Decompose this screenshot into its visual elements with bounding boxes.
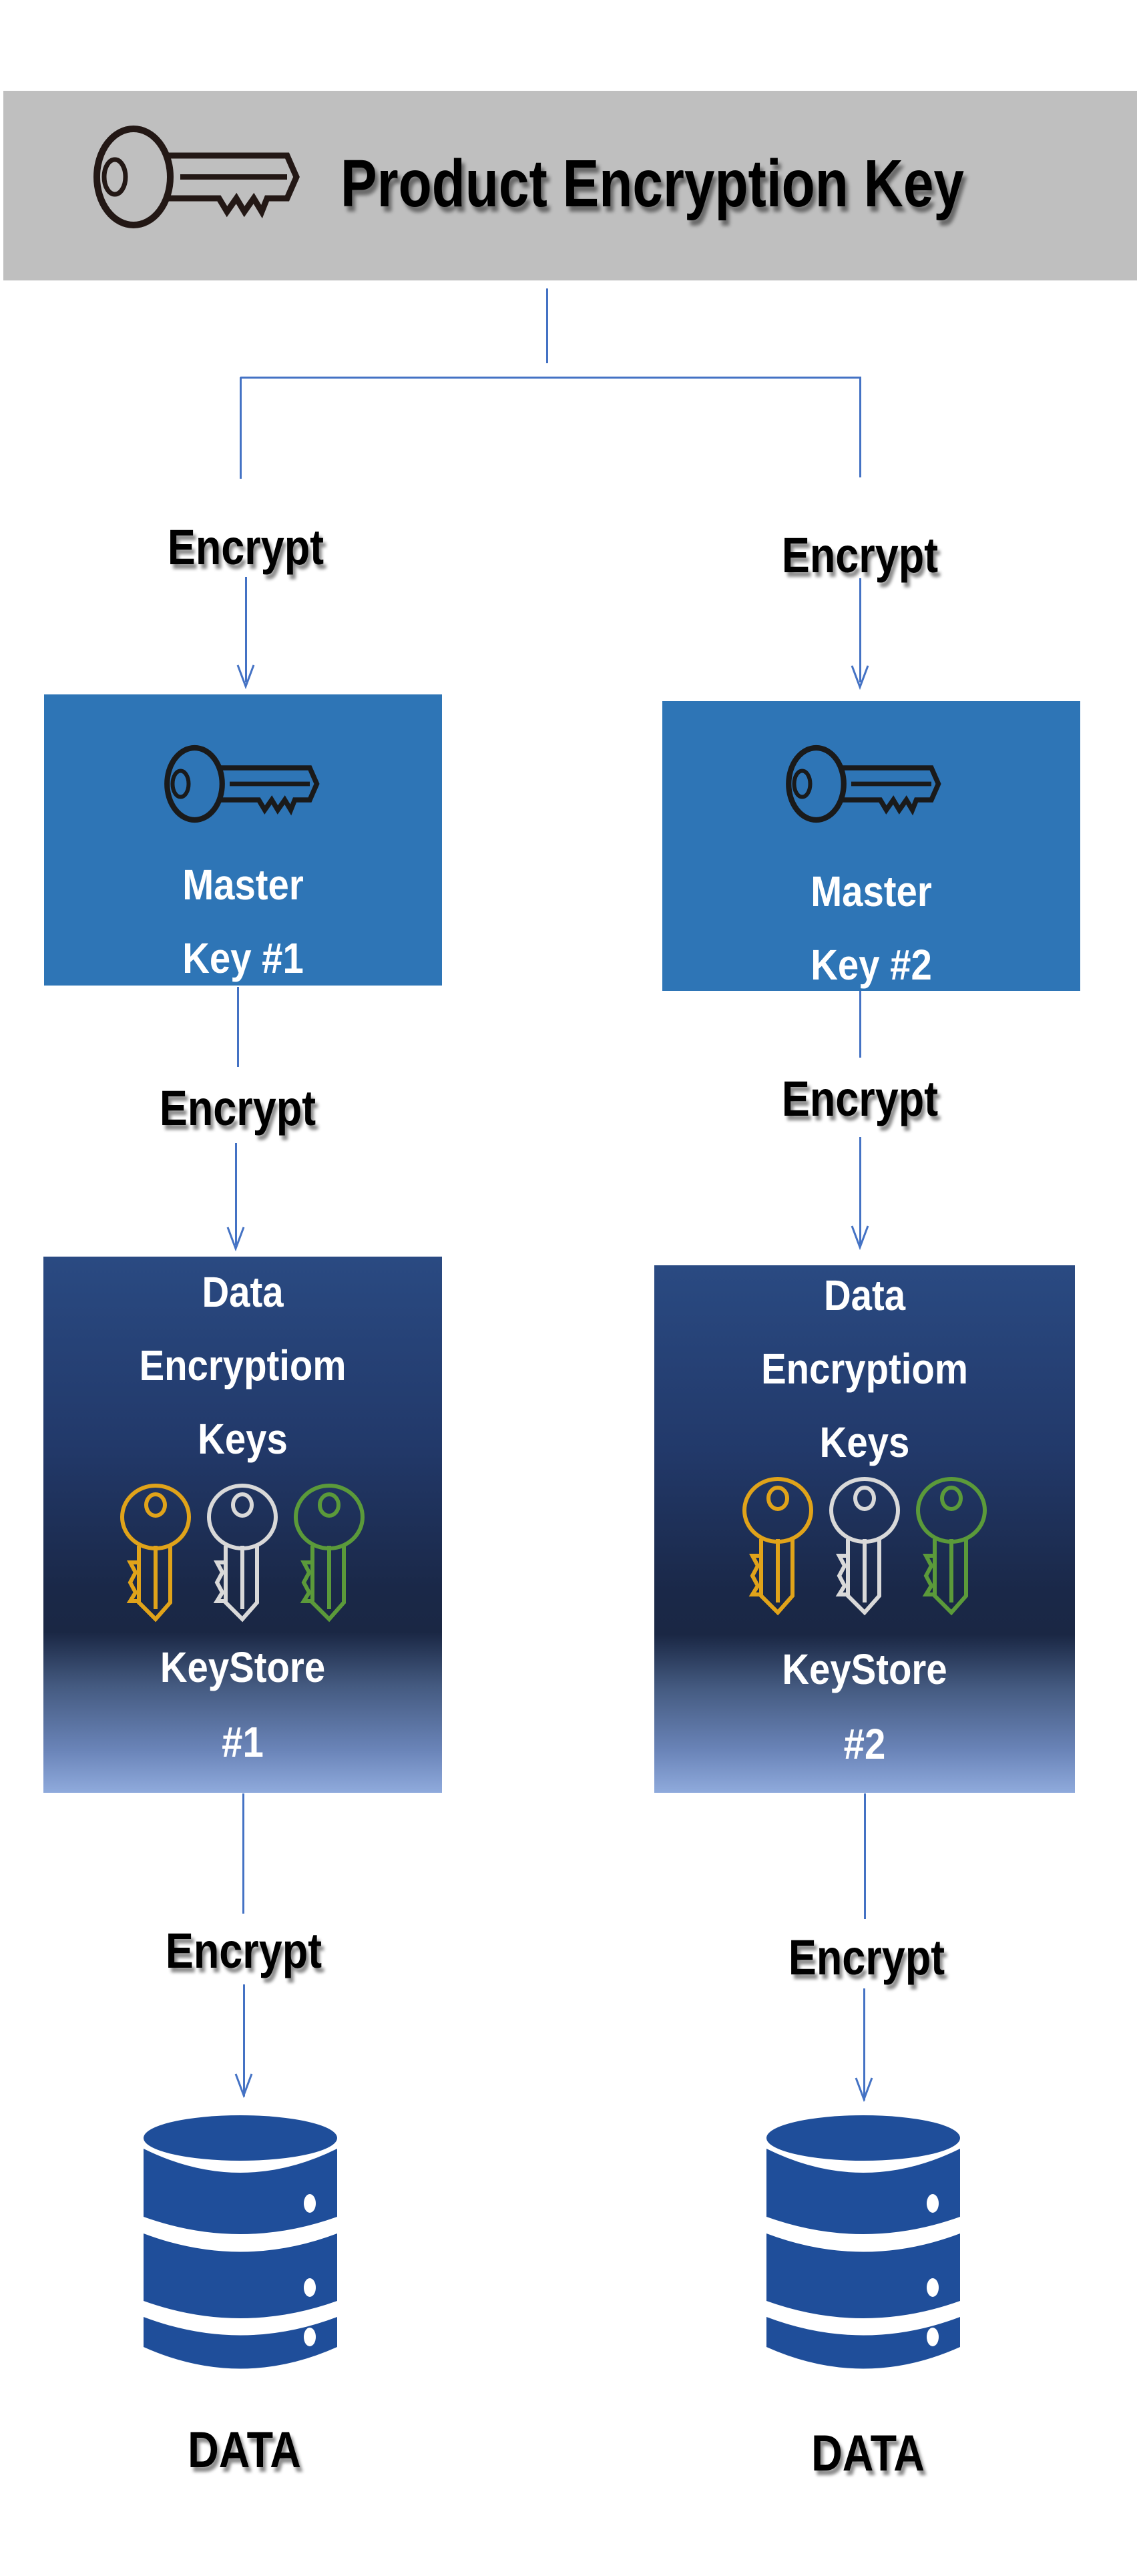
arrow-line: [243, 1984, 245, 2097]
database-stack-icon: [766, 2115, 960, 2369]
arrow-line: [245, 577, 247, 682]
encrypt-label: Encrypt: [788, 1930, 945, 1985]
arrow-down-icon: [851, 1225, 869, 1250]
arrow-line: [859, 991, 861, 1058]
arrow-down-icon: [855, 2077, 873, 2102]
master-key-box: Master Key #1: [44, 694, 442, 986]
encrypt-label: Encrypt: [167, 519, 324, 575]
keystore-title-line: Keys: [198, 1415, 288, 1463]
key-icon: [786, 744, 941, 823]
arrow-line: [242, 1793, 244, 1914]
connector-left-drop: [240, 377, 242, 479]
arrow-line: [235, 1143, 237, 1245]
connector-right-drop: [859, 377, 861, 477]
key-icon: [93, 126, 300, 228]
keystore-title-line: Encryptiom: [139, 1341, 347, 1389]
arrow-line: [864, 1793, 866, 1919]
three-keys-icon: [742, 1477, 987, 1616]
data-label: DATA: [811, 2425, 925, 2482]
arrow-line: [237, 987, 239, 1067]
keystore-title-line: Keys: [819, 1418, 910, 1466]
keystore-title-line: Data: [202, 1268, 284, 1316]
keystore-box: Data Encryptiom Keys KeyStore #1: [43, 1257, 442, 1793]
encrypt-label: Encrypt: [165, 1923, 322, 1978]
keystore-box: Data Encryptiom Keys KeyStore #2: [654, 1265, 1075, 1793]
database-stack-icon: [144, 2115, 337, 2369]
arrow-line: [859, 1137, 861, 1244]
encrypt-label: Encrypt: [781, 527, 939, 583]
connector-stem: [546, 288, 548, 363]
master-key-number: Key #2: [811, 941, 932, 989]
product-encryption-key-banner: [3, 91, 1137, 280]
encrypt-label: Encrypt: [159, 1080, 316, 1136]
master-key-title: Master: [182, 861, 304, 909]
arrow-line: [859, 578, 861, 682]
arrow-down-icon: [236, 664, 255, 689]
master-key-number: Key #1: [182, 934, 304, 982]
page-title: Product Encryption Key: [340, 146, 965, 221]
data-label: DATA: [188, 2422, 301, 2479]
arrow-down-icon: [851, 665, 869, 690]
arrow-line: [863, 1988, 865, 2101]
encrypt-label: Encrypt: [781, 1071, 939, 1126]
keystore-name: KeyStore: [160, 1643, 326, 1691]
master-key-title: Master: [811, 867, 932, 915]
arrow-down-icon: [234, 2073, 253, 2098]
keystore-name: KeyStore: [782, 1645, 947, 1693]
connector-split: [240, 377, 861, 379]
master-key-box: Master Key #2: [662, 701, 1080, 991]
keystore-title-line: Data: [823, 1271, 906, 1319]
arrow-down-icon: [226, 1227, 245, 1251]
keystore-number: #1: [222, 1718, 264, 1766]
keystore-number: #2: [843, 1720, 886, 1768]
three-keys-icon: [120, 1484, 365, 1623]
keystore-title-line: Encryptiom: [761, 1345, 968, 1393]
key-icon: [164, 744, 320, 823]
